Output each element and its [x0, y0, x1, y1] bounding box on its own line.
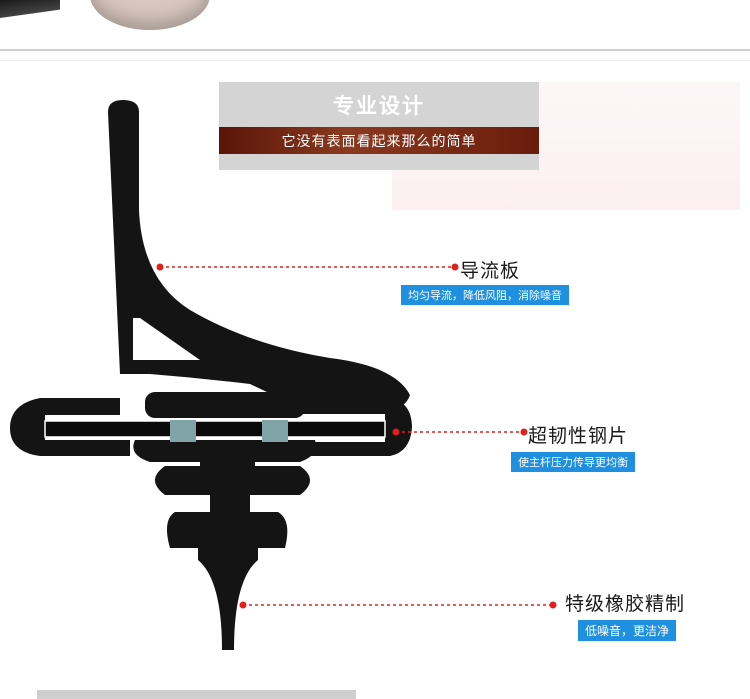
- callout-steel-label: 超韧性钢片: [528, 425, 629, 447]
- page-subtitle: 它没有表面看起来那么的简单: [281, 134, 477, 150]
- steel-strip: [44, 420, 386, 438]
- top-photo-strip: [0, 0, 750, 50]
- section-divider-light: [0, 60, 750, 61]
- leader-dot-rubber-start: [239, 601, 247, 609]
- steel-insert-left: [170, 420, 196, 442]
- wiper-profile: [10, 100, 412, 650]
- right-frame-arm: [300, 398, 412, 456]
- callout-spoiler-tag: 均匀导流，降低风阻，消除噪音: [401, 285, 569, 305]
- callout-steel-tag: 使主杆压力传导更均衡: [511, 452, 635, 472]
- leader-dot-spoiler-start: [156, 263, 164, 271]
- callout-rubber-tag: 低噪音，更洁净: [578, 620, 677, 641]
- left-frame-arm: [10, 374, 130, 456]
- leader-dot-steel-start: [392, 428, 400, 436]
- leader-lines: [160, 266, 553, 606]
- title-banner: 专业设计 它没有表面看起来那么的简单: [219, 82, 539, 170]
- callout-rubber-label: 特级橡胶精制: [565, 593, 686, 615]
- leader-dot-rubber-end: [549, 601, 557, 609]
- page-title: 专业设计: [333, 94, 425, 118]
- central-body: [133, 440, 316, 468]
- top-cap: [145, 392, 305, 418]
- leader-dot-spoiler-end: [451, 263, 459, 271]
- leader-dots: [156, 263, 557, 609]
- blade-tip: [198, 548, 258, 650]
- mid-flange: [155, 466, 310, 512]
- spoiler-notch: [133, 318, 200, 360]
- next-section-bar: [37, 690, 356, 699]
- spoiler-fin: [108, 100, 410, 410]
- lower-block: [166, 512, 288, 548]
- section-divider: [0, 49, 750, 51]
- callout-spoiler-label: 导流板: [460, 260, 521, 282]
- steel-insert-right: [262, 420, 288, 442]
- subtitle-bar: 它没有表面看起来那么的简单: [219, 127, 539, 154]
- leader-dot-steel-end: [520, 428, 528, 436]
